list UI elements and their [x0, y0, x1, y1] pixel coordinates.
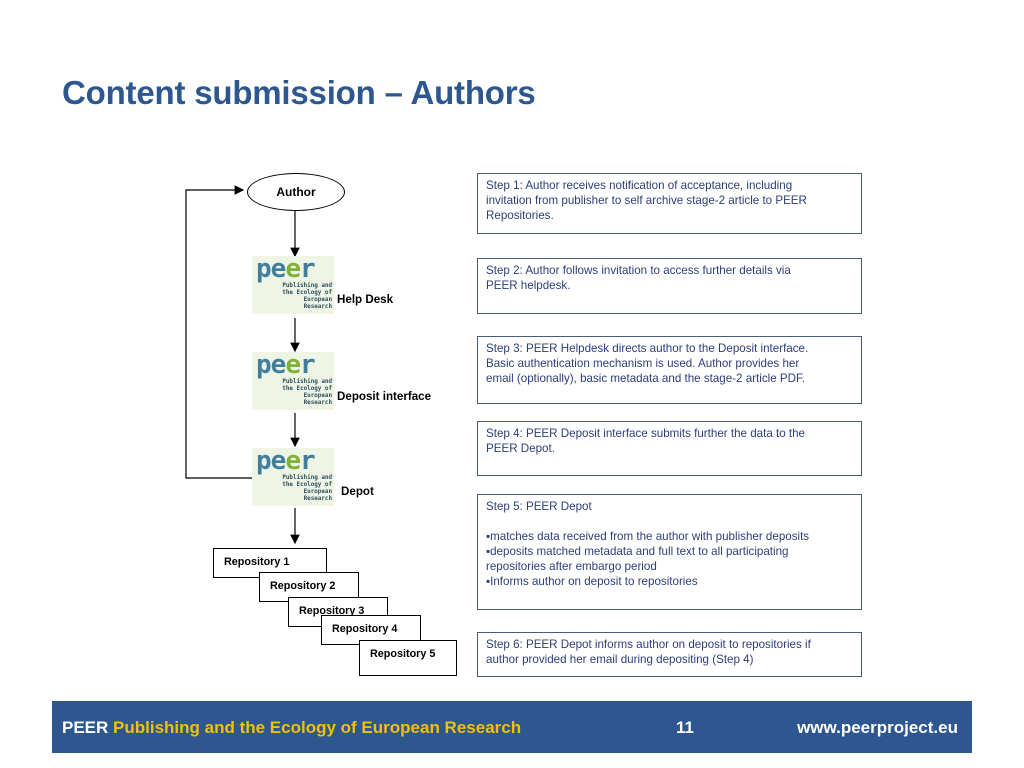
author-node: Author — [247, 173, 345, 211]
slide-title: Content submission – Authors — [62, 74, 536, 111]
footer-url[interactable]: www.peerproject.eu — [797, 718, 958, 737]
footer-org-name: PEER — [62, 718, 109, 737]
feedback-loop-line — [185, 185, 252, 479]
step-box-1: Step 1: Author receives notification of … — [477, 173, 862, 234]
footer-org-full: Publishing and the Ecology of European R… — [113, 718, 522, 737]
step-box-3: Step 3: PEER Helpdesk directs author to … — [477, 336, 862, 404]
footer-bar: PEER Publishing and the Ecology of Europ… — [52, 701, 972, 753]
footer-org: PEER Publishing and the Ecology of Europ… — [62, 718, 521, 738]
step-box-6: Step 6: PEER Depot informs author on dep… — [477, 632, 862, 677]
step-box-4: Step 4: PEER Deposit interface submits f… — [477, 421, 862, 476]
step-box-5: Step 5: PEER Depot ▪matches data receive… — [477, 494, 862, 610]
page-number: 11 — [676, 718, 694, 737]
step-box-2: Step 2: Author follows invitation to acc… — [477, 258, 862, 314]
node-label-helpdesk: Help Desk — [337, 293, 394, 306]
node-label-depot: Depot — [341, 485, 374, 498]
repository-box-5: Repository 5 — [359, 640, 457, 676]
node-label-deposit-interface: Deposit interface — [337, 390, 432, 403]
